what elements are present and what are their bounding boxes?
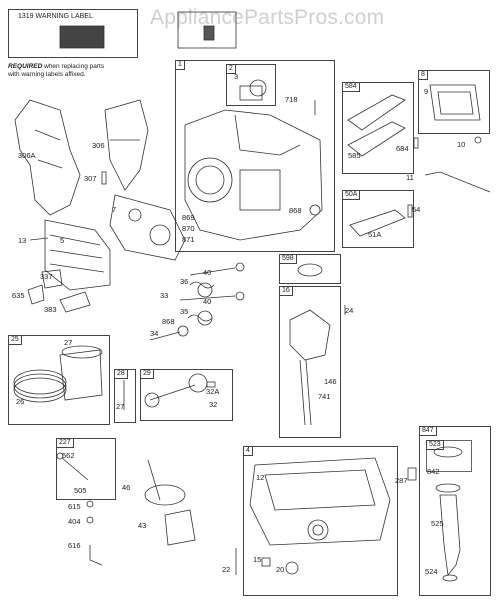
box-584-label: 584 bbox=[342, 82, 360, 92]
box-29-label: 29 bbox=[140, 369, 154, 379]
label-12: 12 bbox=[256, 473, 265, 482]
label-32: 32 bbox=[209, 400, 218, 409]
warning-label-panel: 1319 WARNING LABEL REQUIRED when replaci… bbox=[8, 6, 138, 86]
label-27-piston: 27 bbox=[64, 338, 73, 347]
box-1: 1 bbox=[175, 60, 335, 252]
label-615: 615 bbox=[68, 502, 81, 511]
warning-note-line1: when replacing parts bbox=[44, 63, 105, 70]
label-43: 43 bbox=[138, 521, 147, 530]
box-847: 847 bbox=[419, 426, 491, 596]
box-28-label: 28 bbox=[114, 369, 128, 379]
box-28: 28 bbox=[114, 369, 136, 423]
label-869: 869 bbox=[182, 213, 195, 222]
label-27-pin: 27 bbox=[116, 402, 125, 411]
label-35: 35 bbox=[180, 307, 189, 316]
box-29: 29 bbox=[140, 369, 233, 421]
label-616: 616 bbox=[68, 541, 81, 550]
label-40-upper: 40 bbox=[203, 268, 212, 277]
box-8-label: 8 bbox=[418, 70, 428, 80]
label-54: 54 bbox=[412, 205, 421, 214]
label-562: 562 bbox=[62, 451, 75, 460]
label-868-block: 868 bbox=[289, 206, 302, 215]
box-50A: 50A bbox=[342, 190, 414, 248]
box-584: 584 bbox=[342, 82, 414, 174]
label-524: 524 bbox=[425, 567, 438, 576]
label-34: 34 bbox=[150, 329, 159, 338]
label-22: 22 bbox=[222, 565, 231, 574]
warning-note: REQUIRED when replacing parts with warni… bbox=[8, 63, 104, 79]
label-337: 337 bbox=[40, 272, 53, 281]
label-13: 13 bbox=[18, 236, 27, 245]
label-40-lower: 40 bbox=[203, 297, 212, 306]
warning-title: WARNING LABEL bbox=[35, 13, 93, 20]
label-20: 20 bbox=[276, 565, 285, 574]
box-227-label: 227 bbox=[56, 438, 74, 448]
label-15: 15 bbox=[253, 555, 262, 564]
warning-note-required: REQUIRED bbox=[8, 63, 43, 70]
label-306: 306 bbox=[92, 141, 105, 150]
decal-outline bbox=[177, 11, 237, 49]
warning-part-number: 1319 bbox=[18, 13, 34, 20]
box-25-label: 25 bbox=[8, 335, 22, 345]
label-684: 684 bbox=[396, 144, 409, 153]
label-10: 10 bbox=[457, 140, 466, 149]
box-2: 2 bbox=[226, 64, 276, 106]
label-5: 5 bbox=[60, 236, 65, 245]
label-871: 871 bbox=[182, 235, 195, 244]
label-7: 7 bbox=[112, 205, 117, 214]
box-598-label: 598 bbox=[279, 254, 297, 264]
box-4: 4 bbox=[243, 446, 398, 596]
box-4-label: 4 bbox=[243, 446, 253, 456]
label-505: 505 bbox=[74, 486, 87, 495]
box-227: 227 bbox=[56, 438, 116, 500]
label-525: 525 bbox=[431, 519, 444, 528]
label-26: 26 bbox=[16, 397, 25, 406]
label-36: 36 bbox=[180, 277, 189, 286]
label-635: 635 bbox=[12, 291, 25, 300]
label-51A: 51A bbox=[368, 230, 382, 239]
label-9: 9 bbox=[424, 87, 429, 96]
box-523: 523 bbox=[426, 440, 472, 472]
box-1-label: 1 bbox=[175, 60, 185, 70]
label-585: 585 bbox=[348, 151, 361, 160]
label-718: 718 bbox=[285, 95, 298, 104]
warning-note-line2: with warning labels affixed. bbox=[8, 71, 86, 78]
box-25: 25 bbox=[8, 335, 110, 425]
box-598: 598 bbox=[279, 254, 341, 284]
label-383: 383 bbox=[44, 305, 57, 314]
label-24: 24 bbox=[345, 306, 354, 315]
label-870: 870 bbox=[182, 224, 195, 233]
box-50A-label: 50A bbox=[342, 190, 361, 200]
label-11: 11 bbox=[406, 173, 414, 182]
box-8: 8 bbox=[418, 70, 490, 134]
warning-label-part: 1319 WARNING LABEL bbox=[18, 13, 93, 20]
label-32A: 32A bbox=[206, 387, 220, 396]
label-404: 404 bbox=[68, 517, 81, 526]
box-523-label: 523 bbox=[426, 440, 444, 450]
label-3: 3 bbox=[234, 72, 239, 81]
box-16-label: 16 bbox=[279, 286, 293, 296]
box-16: 16 bbox=[279, 286, 341, 438]
box-2-label: 2 bbox=[226, 64, 236, 74]
label-306A: 306A bbox=[18, 151, 36, 160]
label-33: 33 bbox=[160, 291, 169, 300]
label-842: 842 bbox=[427, 467, 440, 476]
box-847-label: 847 bbox=[419, 426, 437, 436]
label-46: 46 bbox=[122, 483, 131, 492]
label-146: 146 bbox=[324, 377, 337, 386]
label-741: 741 bbox=[318, 392, 331, 401]
label-868-valve: 868 bbox=[162, 317, 175, 326]
warning-label-box bbox=[8, 9, 138, 58]
label-287: 287 bbox=[395, 476, 408, 485]
label-307: 307 bbox=[84, 174, 97, 183]
